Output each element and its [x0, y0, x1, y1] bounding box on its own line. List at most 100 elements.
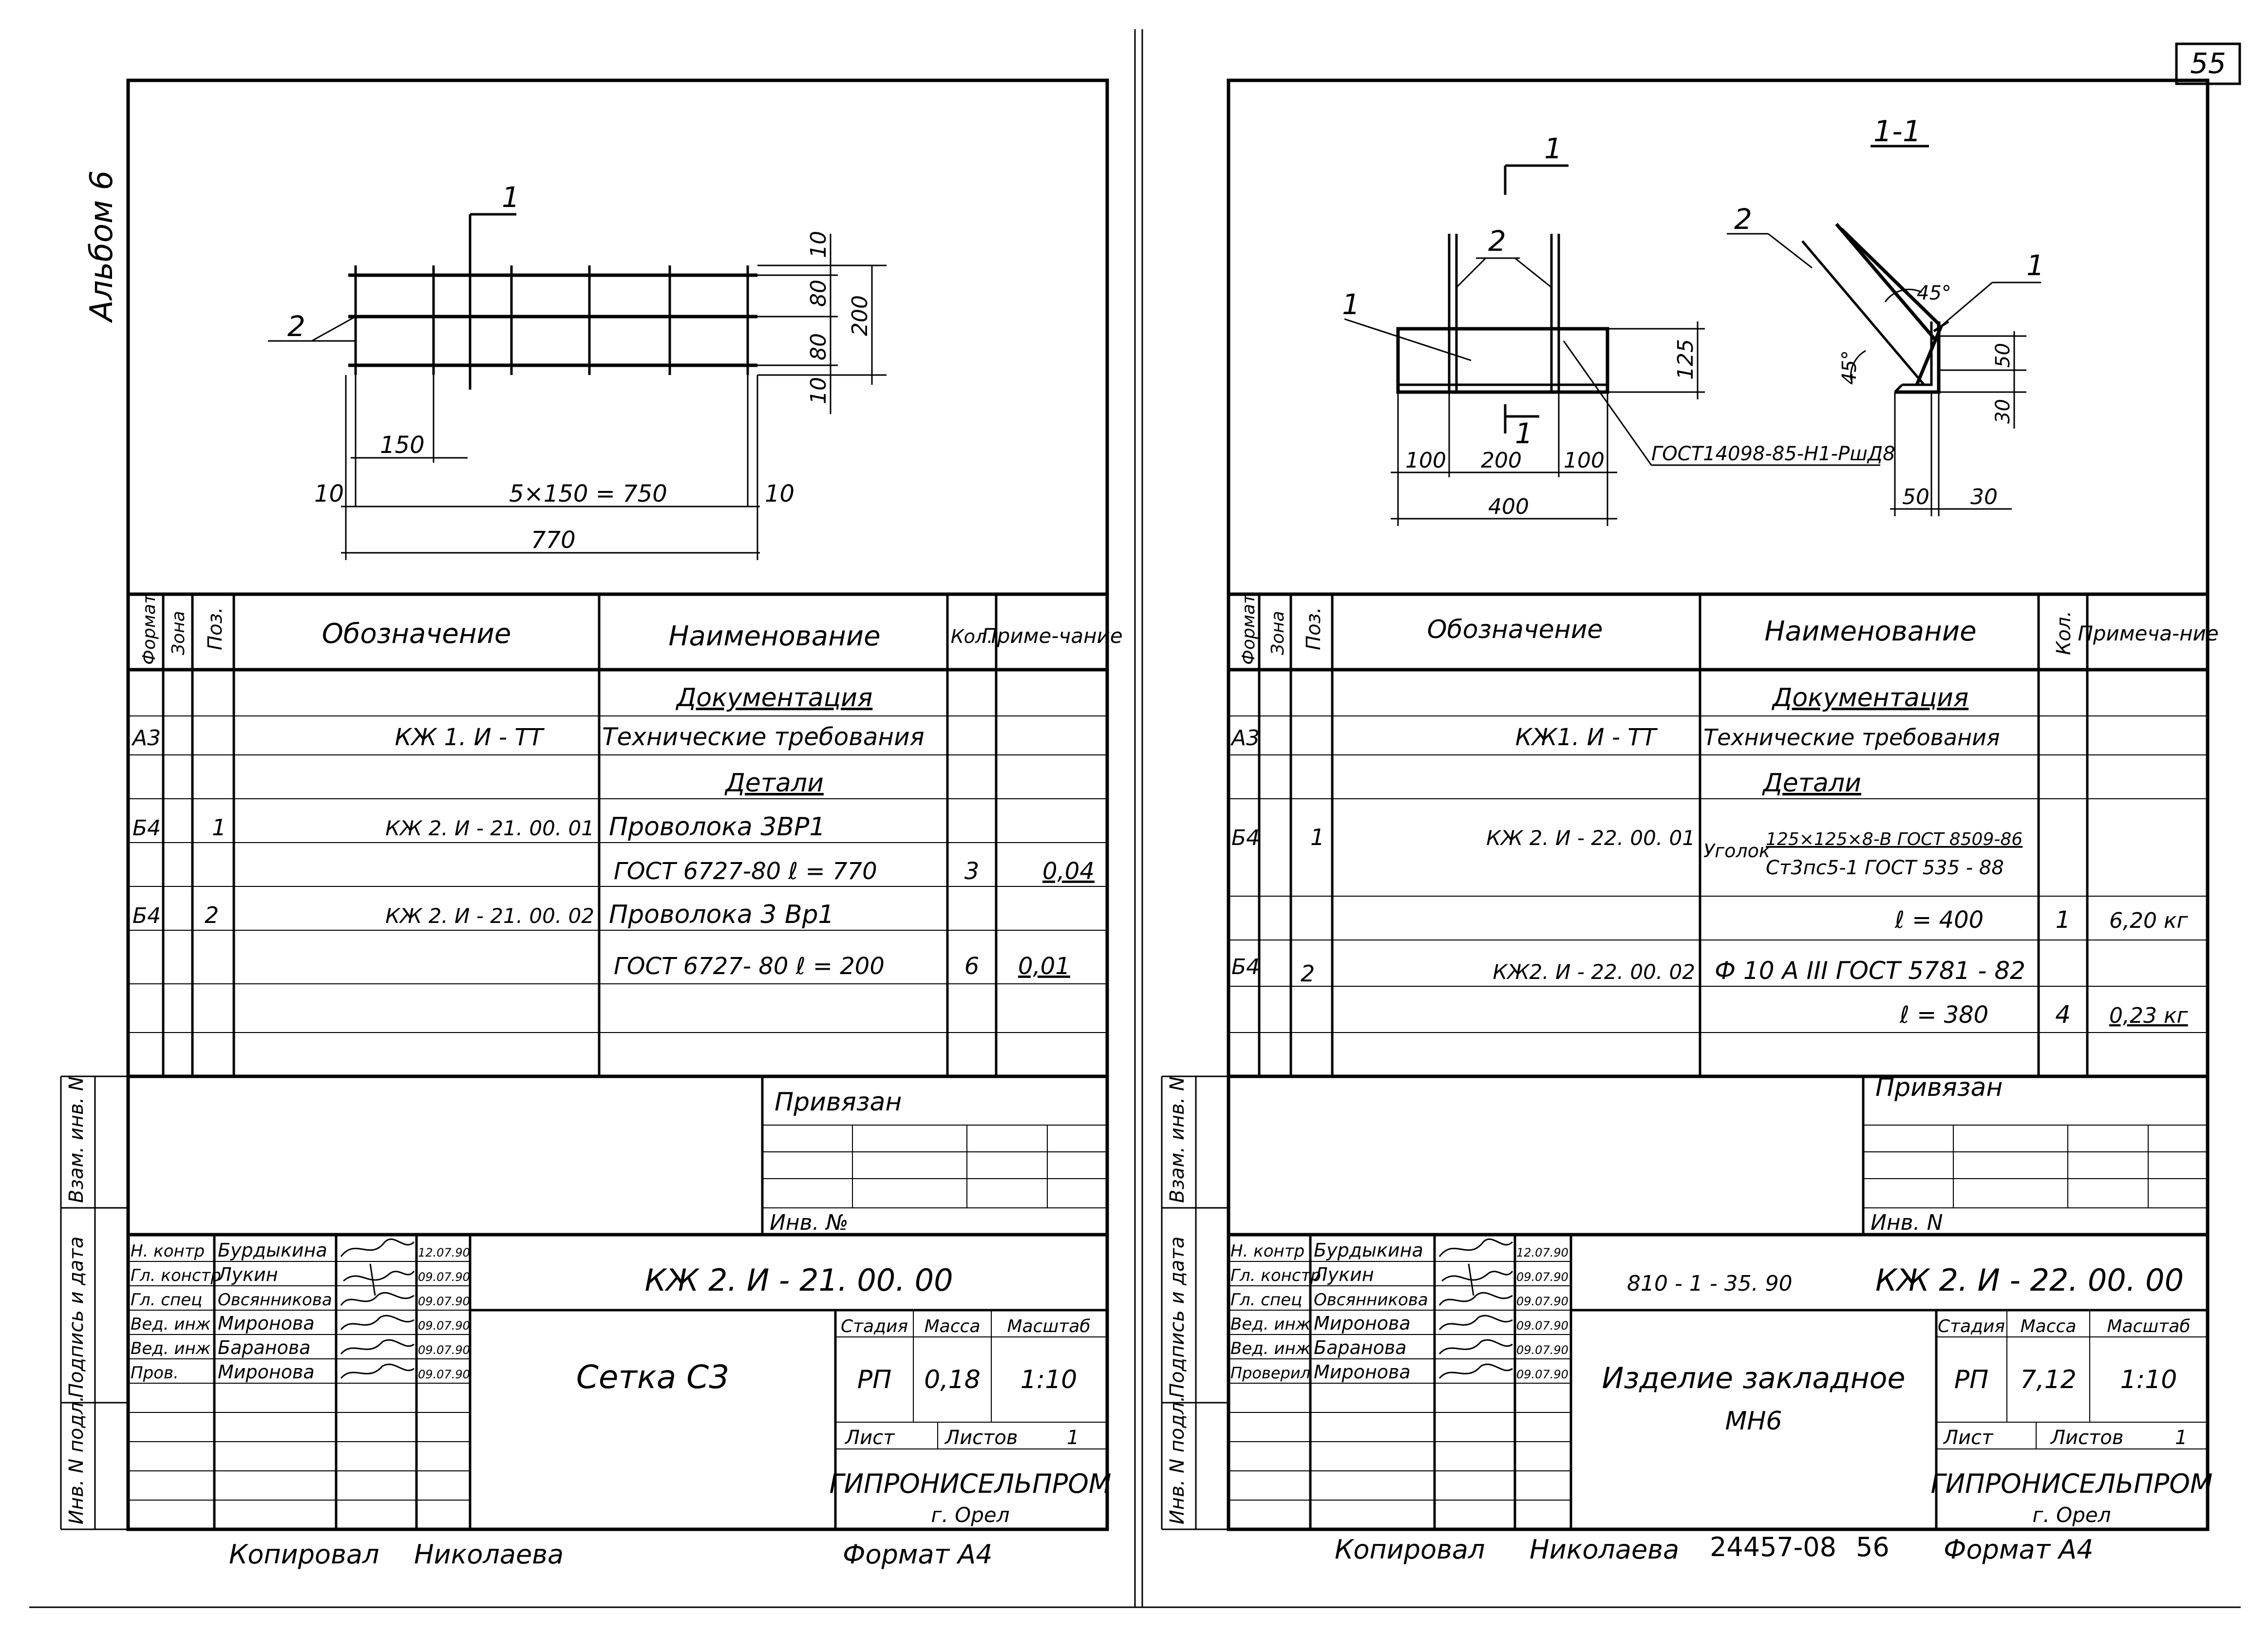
stamp-title-line2: МН6: [1725, 1407, 1782, 1436]
stamp-sheet-label: Лист: [844, 1427, 895, 1449]
angle-45-top: 45°: [1917, 282, 1951, 304]
row-designation: КЖ 2. И - 21. 00. 01: [385, 816, 594, 840]
stamp-role: Гл. констр: [131, 1266, 221, 1285]
row-name: ℓ = 400: [1894, 906, 1984, 934]
stamp-role: Гл. спец: [131, 1290, 202, 1310]
cut-marker-top: 1: [1544, 132, 1562, 165]
dim-10-right: 10: [765, 480, 794, 507]
stamp-person: Овсянникова: [218, 1290, 332, 1310]
row-name: Ф 10 А III ГОСТ 5781 - 82: [1715, 957, 2025, 985]
stamp-person: Баранова: [1314, 1337, 1407, 1358]
hdr-name: Наименование: [668, 620, 880, 652]
stamp-person: Миронова: [1314, 1361, 1411, 1383]
section-callout-2: 2: [1734, 203, 1752, 236]
row-name: Детали: [1762, 769, 1861, 798]
stamp-org: ГИПРОНИСЕЛЬПРОМ: [1931, 1468, 2213, 1499]
stamp-person: Баранова: [218, 1337, 311, 1358]
row-name: ℓ = 380: [1899, 1001, 1988, 1029]
hdr-note: Примеча-ние: [2078, 621, 2218, 645]
footer-format: Формат А4: [1944, 1534, 2094, 1565]
inv-no-label: Инв. №: [770, 1210, 848, 1235]
stamp-date: 09.07.90: [418, 1343, 470, 1357]
stamp-title: Сетка С3: [576, 1358, 730, 1396]
hdr-note: Приме-чание: [982, 624, 1122, 648]
hdr-qty: Кол.: [2053, 611, 2075, 655]
left-spec-table: Формат Зона Поз. Обозначение Наименовани…: [128, 592, 1123, 1078]
row-name: Проволока 3 Вр1: [609, 900, 834, 929]
dim-10-left: 10: [314, 480, 344, 507]
dim-50-horizontal: 50: [1902, 485, 1929, 509]
footer-format: Формат А4: [843, 1539, 993, 1570]
side-label-podpis: Подпись и дата: [65, 1237, 88, 1398]
stamp-mass: 0,18: [924, 1365, 981, 1394]
stamp-person: Миронова: [218, 1361, 315, 1383]
stamp-sheets: 1: [2175, 1427, 2187, 1449]
stamp-series: 810 - 1 - 35. 90: [1627, 1271, 1793, 1296]
row-name: ГОСТ 6727-80 ℓ = 770: [614, 858, 877, 885]
side-label-inv: Инв. N подл.: [65, 1396, 88, 1524]
stamp-role: Вед. инж: [131, 1315, 211, 1334]
row-format: Б4: [1231, 826, 1260, 850]
page-number-box: 55: [2175, 42, 2241, 85]
dim-10-bot: 10: [806, 377, 831, 404]
stamp-mass-label: Масса: [2021, 1316, 2077, 1336]
mesh-section-callout: 1: [502, 181, 520, 214]
row-note: 0,04: [1042, 858, 1095, 885]
row-pos: 1: [212, 814, 226, 841]
plan-callout-1: 1: [1342, 288, 1360, 321]
row-name: Технические требования: [1703, 724, 2000, 751]
hdr-zone: Зона: [1268, 611, 1288, 655]
hdr-qty: Кол.: [951, 626, 993, 647]
stamp-scale: 1:10: [2120, 1365, 2177, 1394]
stamp-city: г. Орел: [2032, 1503, 2111, 1527]
stamp-stage: РП: [857, 1365, 891, 1394]
stamp-title-line1: Изделие закладное: [1602, 1361, 1906, 1395]
stamp-person: Лукин: [217, 1264, 278, 1285]
row-name-bottom: Ст3пс5-1 ГОСТ 535 - 88: [1766, 857, 2004, 879]
side-label-vzam: Взам. инв. N: [1166, 1076, 1189, 1203]
section-callout-1: 1: [2026, 249, 2044, 282]
stamp-role: Гл. спец: [1230, 1290, 1302, 1310]
stamp-sheets: 1: [1067, 1427, 1079, 1449]
dim-50-vertical: 50: [1992, 343, 2014, 368]
privyazan-label: Привязан: [1875, 1073, 2003, 1102]
row-designation: КЖ 1. И - ТТ: [395, 724, 545, 751]
stamp-role: Вед. инж: [1230, 1339, 1311, 1358]
stamp-date: 09.07.90: [1516, 1270, 1569, 1284]
row-name: Технические требования: [602, 723, 925, 751]
row-format: А3: [1230, 726, 1260, 751]
left-sheet: Альбом 6 Взам. инв. N Подпись и дата Инв…: [60, 78, 1123, 1570]
dim-5x150: 5×150 = 750: [509, 480, 667, 507]
row-name-prefix: Уголок: [1703, 840, 1770, 862]
stamp-sheets-label: Листов: [2050, 1427, 2123, 1449]
right-title-block: Привязан Инв. N Н. контр: [1228, 1073, 2212, 1529]
stamp-date: 12.07.90: [1516, 1246, 1569, 1259]
row-name: Документация: [676, 683, 872, 713]
hdr-pos: Поз.: [204, 607, 227, 650]
stamp-date: 09.07.90: [418, 1270, 470, 1284]
dim-80-top: 80: [806, 280, 831, 307]
stamp-date: 09.07.90: [418, 1319, 470, 1333]
stamp-person: Миронова: [1314, 1313, 1411, 1334]
row-pos: 2: [1301, 960, 1315, 987]
hdr-designation: Обозначение: [1427, 615, 1603, 644]
stamp-scale-label: Масштаб: [1007, 1316, 1090, 1336]
row-format: Б4: [132, 816, 161, 841]
dim-30-horizontal: 30: [1970, 485, 1998, 509]
page-frame: [29, 29, 2241, 1608]
dim-100-right: 100: [1564, 448, 1605, 473]
gost-note: ГОСТ14098-85-Н1-РшД8: [1651, 443, 1895, 465]
right-sheet: Взам. инв. N Подпись и дата Инв. N подл.…: [1161, 78, 2219, 1565]
stamp-stage-label: Стадия: [1938, 1316, 2005, 1336]
stamp-scale-label: Масштаб: [2107, 1316, 2190, 1336]
angle-45-left: 45°: [1838, 350, 1861, 385]
row-name: Проволока 3ВР1: [609, 812, 825, 842]
stamp-role: Н. контр: [131, 1241, 205, 1261]
stamp-date: 09.07.90: [1516, 1343, 1569, 1357]
hdr-format: Формат: [1239, 593, 1259, 665]
stamp-role: Вед. инж: [1230, 1315, 1311, 1334]
dim-80-bot: 80: [806, 333, 831, 360]
footer-copied: Копировал: [1335, 1534, 1485, 1565]
